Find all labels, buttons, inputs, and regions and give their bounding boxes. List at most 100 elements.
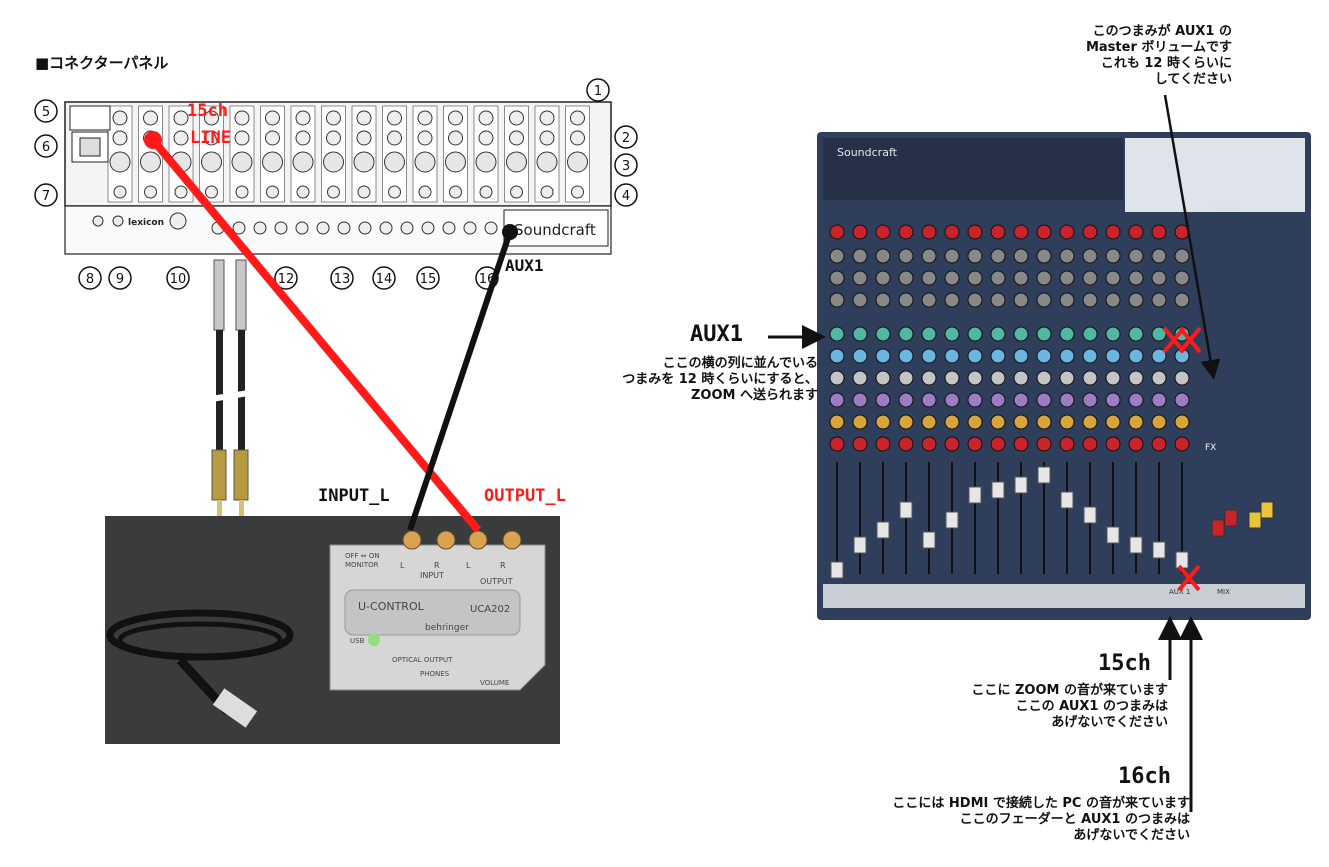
master-note-line3: これも 12 時くらいに bbox=[1100, 56, 1232, 71]
mixer-fader bbox=[991, 481, 1005, 499]
mixer-fader bbox=[1106, 526, 1120, 544]
mixer-knob bbox=[898, 370, 914, 386]
ch16-note: ここには HDMI で接続した PC の音が来ています ここのフェーダーと AU… bbox=[770, 796, 1190, 844]
mixer-master-fader bbox=[1260, 501, 1274, 519]
mixer-knob bbox=[967, 436, 983, 452]
mixer-knob bbox=[829, 326, 845, 342]
mixer-knob bbox=[898, 392, 914, 408]
mixer-knob bbox=[1013, 270, 1029, 286]
callout-number: 3 bbox=[622, 159, 630, 174]
ch15-note-line2: ここの AUX1 のつまみは bbox=[1015, 699, 1168, 714]
mixer-fader bbox=[1014, 476, 1028, 494]
mixer-knob bbox=[1128, 392, 1144, 408]
callout-circle bbox=[372, 266, 396, 290]
mixer-knob bbox=[875, 392, 891, 408]
device-brand: behringer bbox=[425, 623, 469, 633]
mixer-knob bbox=[829, 248, 845, 264]
mixer-fader bbox=[876, 521, 890, 539]
mixer-knob bbox=[921, 436, 937, 452]
mixer-knob bbox=[944, 292, 960, 308]
callout-number: 1 bbox=[594, 84, 602, 99]
mixer-knob bbox=[1105, 292, 1121, 308]
mixer-knob bbox=[829, 392, 845, 408]
callout-number: 12 bbox=[278, 272, 295, 287]
mixer-knob bbox=[852, 224, 868, 240]
mixer-knob bbox=[990, 414, 1006, 430]
device-output-l: L bbox=[466, 561, 471, 570]
mixer-knob bbox=[1059, 224, 1075, 240]
mixer-knob bbox=[921, 326, 937, 342]
mixer-knob bbox=[967, 270, 983, 286]
mixer-knob bbox=[1128, 248, 1144, 264]
mixer-knob bbox=[1151, 326, 1167, 342]
mixer-fader bbox=[1037, 466, 1051, 484]
mixer-knob bbox=[852, 392, 868, 408]
mixer-knob bbox=[1174, 370, 1190, 386]
callout-circle bbox=[586, 78, 610, 102]
mixer-knob bbox=[990, 370, 1006, 386]
ch16-note-line3: あげないでください bbox=[1073, 828, 1190, 843]
panel-title: ■コネクターパネル bbox=[35, 54, 169, 72]
mixer-knob bbox=[1059, 326, 1075, 342]
mixer-knob bbox=[990, 248, 1006, 264]
mixer-knob bbox=[1128, 370, 1144, 386]
mixer-knob bbox=[1013, 248, 1029, 264]
mixer-knob bbox=[1151, 392, 1167, 408]
callout-circle bbox=[166, 266, 190, 290]
mixer-fader bbox=[1083, 506, 1097, 524]
mixer-knob bbox=[1036, 292, 1052, 308]
mixer-knob bbox=[1036, 326, 1052, 342]
mixer-knob bbox=[1105, 270, 1121, 286]
mixer-knob bbox=[921, 414, 937, 430]
mixer-knob bbox=[852, 248, 868, 264]
mixer-master-fader bbox=[1248, 511, 1262, 529]
mixer-knob bbox=[1013, 326, 1029, 342]
mixer-fader bbox=[1060, 491, 1074, 509]
mixer-knob bbox=[1036, 414, 1052, 430]
aux1-note-line1: ここの横の列に並んでいる bbox=[662, 356, 818, 371]
callout-number: 14 bbox=[376, 272, 393, 287]
mixer-knob bbox=[1082, 348, 1098, 364]
mixer-knob bbox=[990, 392, 1006, 408]
mixer-knob bbox=[1036, 348, 1052, 364]
mixer-knob bbox=[1105, 326, 1121, 342]
master-note-line4: してください bbox=[1154, 72, 1232, 87]
mixer-knob bbox=[1082, 326, 1098, 342]
mixer-knob bbox=[944, 370, 960, 386]
x-mark-fader-16 bbox=[1177, 564, 1201, 592]
callout-number: 4 bbox=[622, 189, 630, 204]
mixer-aux-label: AUX 1 bbox=[1169, 588, 1190, 596]
uca202-device: U-CONTROL UCA202 behringer INPUT OUTPUT … bbox=[329, 530, 546, 691]
mixer-knob bbox=[990, 436, 1006, 452]
mixer-knob bbox=[898, 326, 914, 342]
callout-circle bbox=[34, 183, 58, 207]
mixer-knob bbox=[1013, 348, 1029, 364]
mixer-knob bbox=[1036, 270, 1052, 286]
mixer-knob bbox=[1013, 292, 1029, 308]
callout-number: 5 bbox=[42, 105, 50, 120]
mixer-knob bbox=[990, 326, 1006, 342]
aux1-note-line2: つまみを 12 時くらいにすると、 bbox=[622, 372, 818, 387]
mixer-master-fader bbox=[1211, 519, 1225, 537]
panel-lexicon-logo: lexicon bbox=[128, 218, 164, 228]
mixer-knob bbox=[852, 414, 868, 430]
mixer-knob bbox=[944, 348, 960, 364]
mixer-knob bbox=[829, 270, 845, 286]
mixer-knob bbox=[967, 326, 983, 342]
mixer-knob bbox=[944, 392, 960, 408]
mixer-knob bbox=[1082, 392, 1098, 408]
mixer-knob bbox=[829, 348, 845, 364]
mixer-knob bbox=[1082, 292, 1098, 308]
mixer-knob bbox=[1151, 436, 1167, 452]
mixer-knob bbox=[967, 248, 983, 264]
mixer-knob bbox=[852, 348, 868, 364]
device-monitor-label: MONITOR bbox=[345, 561, 379, 569]
label-15ch-line: 15ch bbox=[187, 101, 228, 121]
callout-circle bbox=[614, 153, 638, 177]
device-phones-label: PHONES bbox=[420, 670, 450, 678]
mixer-knob bbox=[967, 224, 983, 240]
callout-number: 6 bbox=[42, 140, 50, 155]
ch15-note-line1: ここに ZOOM の音が来ています bbox=[971, 683, 1168, 698]
black-plug bbox=[502, 224, 518, 240]
